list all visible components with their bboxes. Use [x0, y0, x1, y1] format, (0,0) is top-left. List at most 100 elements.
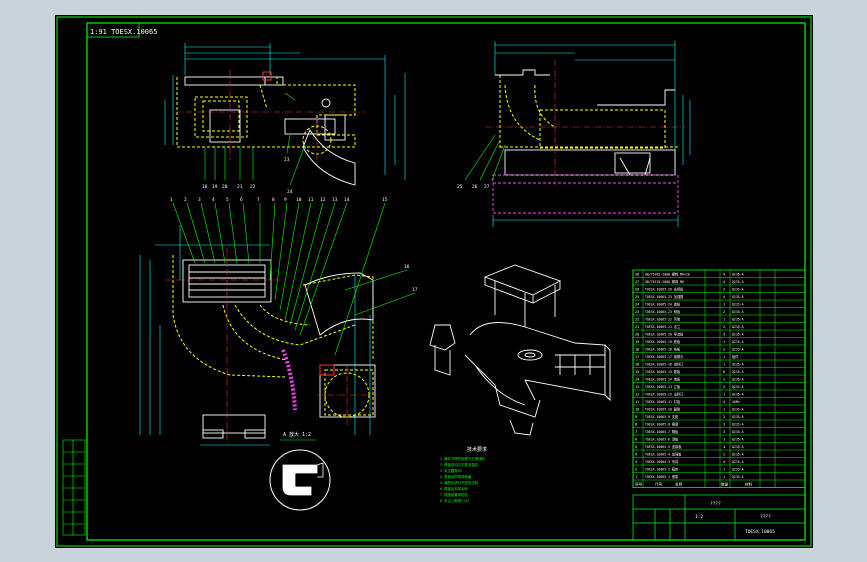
callout-number: 10 — [296, 197, 302, 203]
bom-cell-no: 6 — [635, 438, 637, 442]
title-block[interactable] — [632, 494, 806, 541]
bom-cell-material: Q235-A — [732, 460, 744, 464]
bom-cell-no: 1 — [635, 475, 637, 479]
bom-cell-material: Q235-A — [732, 348, 744, 352]
drawing-sheet: 1:91 TOESX.10065 — [55, 15, 813, 548]
tech-line: 1.铸件不得有砂眼气孔等缺陷 — [440, 456, 485, 461]
bom-cell-qty: 2 — [723, 348, 725, 352]
bom-cell-name: TOESX.10065-13 立板 — [645, 384, 681, 389]
bom-cell-material: Q235-A — [732, 415, 744, 419]
bom-cell-no: 26 — [635, 288, 639, 292]
bom-cell-qty: 2 — [723, 385, 725, 389]
bom-cell-material: Q235-A — [732, 340, 744, 344]
isometric-view[interactable] — [429, 264, 611, 436]
bom-cell-qty: 1 — [723, 303, 725, 307]
tech-line: 4.表面涂防锈漆两遍 — [440, 474, 472, 479]
bom-cell-qty: 4 — [723, 273, 725, 277]
bom-cell-material: Q235-A — [732, 363, 744, 367]
bom-cell-qty: 2 — [723, 288, 725, 292]
plan-view[interactable] — [139, 202, 416, 446]
bom-cell-name: GB/T6170-2000 螺母 M6 — [645, 279, 684, 284]
callout-number: 3 — [198, 197, 201, 203]
front-view-outline — [184, 76, 346, 143]
callout-number: 27 — [484, 184, 490, 190]
detail-view-circle — [269, 449, 331, 511]
callout-number: 24 — [287, 189, 293, 195]
side-view[interactable] — [464, 41, 691, 227]
side-view-center-lines — [485, 60, 685, 185]
callout-number: 12 — [320, 197, 326, 203]
bom-cell-qty: 2 — [723, 415, 725, 419]
front-view-center-lines — [175, 70, 365, 165]
bom-cell-qty: 4 — [723, 460, 725, 464]
front-view-red-marker — [262, 71, 272, 81]
bom-cell-name: TOESX.10065-18 挡板 — [645, 347, 681, 352]
callout-number: 26 — [472, 184, 478, 190]
bom-cell-material: Q235-A — [732, 408, 744, 412]
detail-view[interactable] — [269, 439, 331, 511]
cad-drawing-canvas[interactable]: 1:91 TOESX.10065 — [55, 15, 813, 548]
front-view-small-circle — [321, 98, 331, 108]
bom-cell-material: Q235-A — [732, 445, 744, 449]
bom-cell-name: TOESX.10065-16 进料口 — [645, 362, 683, 367]
bom-cell-name: TOESX.10065-26 支撑板 — [645, 287, 684, 292]
callout-number: 8 — [272, 197, 275, 203]
bom-cell-no: 24 — [635, 303, 639, 307]
bom-cell-qty: 2 — [723, 310, 725, 314]
bom-cell-no: 9 — [635, 415, 637, 419]
bom-cell-qty: 1 — [723, 408, 725, 412]
detail-view-label: A 放大 1:2 — [283, 431, 311, 438]
front-view-dimensions — [164, 43, 406, 180]
bom-cell-material: Q235-A — [732, 475, 744, 479]
callout-number: 20 — [222, 184, 228, 190]
bom-cell-qty: 4 — [723, 445, 725, 449]
bom-cell-material: Q235-A — [732, 468, 744, 472]
callout-number: 21 — [237, 184, 243, 190]
callout-number: 1 — [170, 197, 173, 203]
bom-cell-material: Q235-A — [732, 325, 744, 329]
bom-cell-name: TOESX.10065-22 弯管 — [645, 317, 680, 322]
bom-cell-no: 22 — [635, 318, 639, 322]
callout-number: 25 — [457, 184, 463, 190]
front-view-elbow — [302, 129, 356, 186]
bom-cell-no: 7 — [635, 430, 637, 434]
drawing-scale: 1:2 — [695, 514, 703, 520]
bom-cell-no: 10 — [635, 408, 639, 412]
callout-number: 13 — [332, 197, 338, 203]
bom-cell-no: 4 — [635, 453, 637, 457]
callout-number: 14 — [344, 197, 350, 203]
bom-cell-name: TOESX.10065-24 盖板 — [645, 302, 681, 307]
bom-cell-qty: 1 — [723, 355, 725, 359]
bom-cell-name: TOESX.10065-9 支座 — [645, 414, 679, 419]
bom-cell-no: 23 — [635, 310, 639, 314]
bom-cell-name: TOESX.10065-12 出料口 — [645, 392, 683, 397]
bom-cell-name: TOESX.10065-14 端板 — [645, 377, 681, 382]
plan-view-leaders — [172, 202, 416, 356]
bom-cell-qty: 1 — [723, 438, 725, 442]
bom-cell-qty: 4 — [723, 295, 725, 299]
detail-view-section — [282, 464, 318, 496]
bom-cell-material: Q235-A — [732, 318, 744, 322]
bom-cell-no: 12 — [635, 393, 639, 397]
detail-view-weld — [316, 462, 324, 478]
bom-cell-name: TOESX.10065-10 圆管 — [645, 407, 680, 412]
bom-cell-name: GB/T5782-2000 螺栓 M6×20 — [645, 272, 690, 277]
bom-cell-name: TOESX.10065-6 顶板 — [645, 437, 679, 442]
bom-cell-material: Q235-A — [732, 273, 744, 277]
bom-cell-name: TOESX.10065-19 底板 — [645, 339, 681, 344]
callout-number: 7 — [257, 197, 260, 203]
bom-cell-qty: 1 — [723, 475, 725, 479]
code-label: 1:91 TOESX.10065 — [90, 28, 157, 36]
bom-cell-no: 2 — [635, 468, 637, 472]
bom-cell-material: Q235-A — [732, 430, 744, 434]
plan-view-duct — [304, 272, 374, 336]
outer-frame — [56, 16, 812, 547]
front-view[interactable] — [164, 43, 406, 186]
bom-cell-material: Q235-A — [732, 393, 744, 397]
bom-cell-material: 组件 — [732, 354, 739, 359]
bom-cell-no: 3 — [635, 460, 637, 464]
callout-number: 23 — [284, 157, 290, 163]
plan-view-center-lines — [165, 247, 377, 443]
